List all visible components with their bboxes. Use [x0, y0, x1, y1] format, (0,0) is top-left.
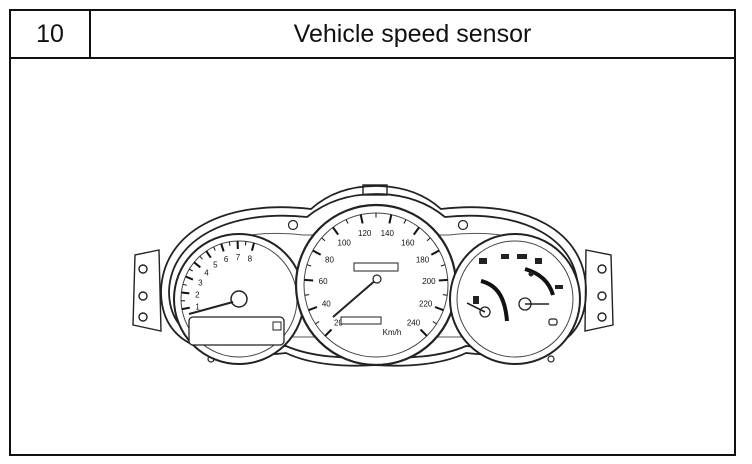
- trip-odometer-display: [340, 316, 382, 325]
- speedometer-label: 160: [401, 239, 415, 248]
- speedometer-label: 80: [325, 256, 334, 265]
- speedometer-label: 240: [407, 319, 421, 328]
- tachometer-label: 3: [198, 279, 203, 288]
- tachometer-tick: [250, 242, 255, 251]
- trip-button-icon: [272, 321, 282, 331]
- speedometer-tick: [412, 226, 420, 236]
- speedometer-minor-tick: [403, 219, 407, 224]
- fuel-temperature-gauge: [449, 233, 581, 365]
- item-number: 10: [11, 11, 91, 57]
- speedometer-label: 120: [358, 229, 372, 238]
- screw-holes: [207, 219, 555, 363]
- speedometer-tick: [308, 306, 318, 312]
- speedometer-tick: [312, 249, 322, 256]
- tachometer-label: 5: [213, 260, 218, 269]
- oil-icon: [473, 296, 479, 304]
- temperature-needle: [466, 302, 486, 313]
- tachometer-label: 2: [195, 290, 200, 299]
- speedometer-minor-tick: [304, 294, 310, 296]
- document-frame: 10 Vehicle speed sensor: [9, 9, 736, 456]
- tachometer-hub: [230, 290, 248, 308]
- fuel-pump-icon: [555, 285, 563, 289]
- speedometer-needle: [332, 278, 378, 318]
- tachometer-tick: [193, 261, 201, 269]
- speedometer-tick: [359, 214, 364, 224]
- speedometer-minor-tick: [426, 237, 431, 242]
- odometer-display: [353, 262, 399, 272]
- tachometer-label: 4: [204, 268, 209, 277]
- speedometer-tick: [388, 214, 393, 224]
- tachometer-minor-tick: [244, 241, 247, 246]
- item-title: Vehicle speed sensor: [293, 19, 532, 48]
- tachometer-tick: [181, 291, 190, 295]
- speedometer-minor-tick: [432, 321, 437, 325]
- speedometer-tick: [332, 226, 340, 236]
- tachometer-needle: [188, 301, 234, 315]
- speedometer-label: 180: [416, 256, 430, 265]
- tachometer-label: 6: [224, 255, 229, 264]
- tachometer-label: 1: [195, 302, 200, 311]
- tachometer-tick: [185, 275, 194, 281]
- tachometer-minor-tick: [228, 241, 231, 246]
- speedometer-tick: [438, 278, 448, 282]
- indicator-lamp-icon: [501, 254, 509, 259]
- warning-lamp-icon: [479, 258, 487, 264]
- lcd-display: [188, 316, 285, 346]
- speedometer-tick: [419, 328, 428, 337]
- tachometer-minor-tick: [213, 246, 216, 251]
- speed-unit-label: Km/h: [383, 328, 402, 337]
- indicator-lamp-icon: [535, 258, 542, 264]
- tachometer-minor-tick: [199, 255, 203, 260]
- fuel-scale: [524, 267, 555, 296]
- speedometer-label: 40: [322, 300, 331, 309]
- speedometer-tick: [324, 328, 333, 337]
- speedometer-label: 20: [334, 319, 343, 328]
- header-row: 10 Vehicle speed sensor: [11, 11, 734, 59]
- fuel-temp-bezel: [449, 233, 581, 365]
- battery-icon: [548, 318, 558, 326]
- tachometer-tick: [220, 243, 225, 252]
- speedometer-tick: [434, 306, 444, 312]
- tachometer-label: 7: [236, 253, 241, 262]
- speedometer-minor-tick: [315, 321, 320, 325]
- speedometer-minor-tick: [442, 294, 448, 296]
- speedometer-label: 140: [381, 229, 395, 238]
- speedometer-tick: [430, 249, 440, 256]
- speedometer-minor-tick: [321, 237, 326, 242]
- speedometer-minor-tick: [345, 219, 349, 224]
- tachometer-minor-tick: [182, 283, 187, 286]
- speedometer-label: 200: [422, 277, 436, 286]
- tachometer-label: 8: [248, 254, 253, 263]
- temperature-scale: [480, 279, 509, 322]
- tachometer-tick: [181, 306, 190, 311]
- speedometer-label: 100: [338, 239, 352, 248]
- indicator-lamp-icon: [517, 254, 527, 259]
- tachometer-tick: [205, 250, 212, 259]
- speedometer-minor-tick: [306, 264, 312, 267]
- speedometer-tick: [304, 278, 314, 282]
- speedometer-label: 220: [419, 300, 433, 309]
- speedometer-minor-tick: [440, 264, 446, 267]
- tachometer-minor-tick: [189, 268, 193, 272]
- coolant-icon: [528, 271, 534, 277]
- speedometer-hub: [372, 274, 382, 284]
- speedometer-label: 60: [319, 277, 328, 286]
